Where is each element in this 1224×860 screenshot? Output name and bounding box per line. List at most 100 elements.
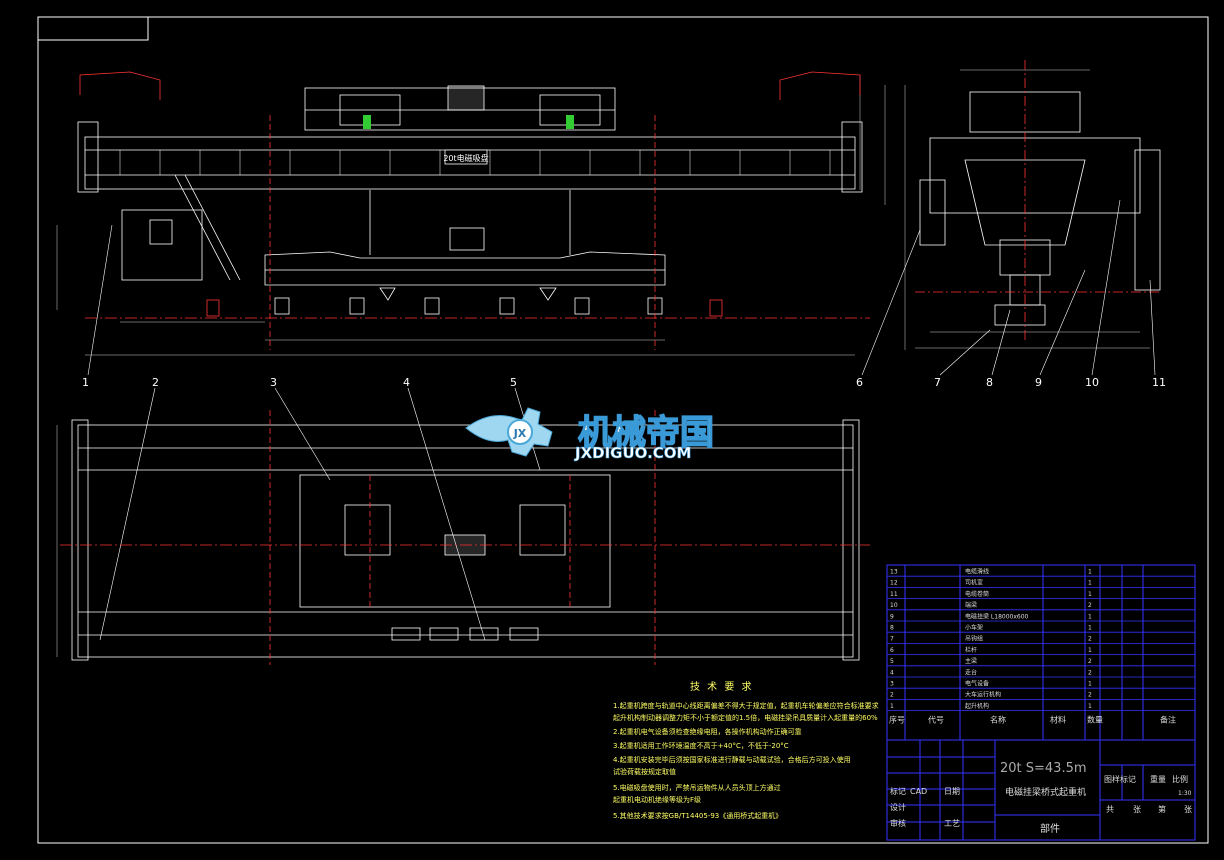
- logo-letters: JX: [513, 427, 527, 440]
- row-label: 审核: [890, 818, 906, 828]
- parts-row-number: 11: [890, 591, 898, 598]
- side-view-centerlines: [915, 60, 1160, 340]
- parts-row-name: 电磁挂梁 L18000x600: [965, 612, 1029, 620]
- parts-row-name: 走台: [965, 668, 977, 676]
- parts-header-code: 代号: [928, 715, 944, 725]
- gear-hub-icon: [507, 419, 533, 445]
- parts-row-qty: 2: [1088, 669, 1092, 676]
- balloon-6: 6: [856, 376, 863, 389]
- tech-req-line: 2.起重机电气设备须检查绝缘电阻，各操作机构动作正确可靠: [613, 727, 802, 736]
- plan-centerlines: [60, 410, 870, 665]
- technical-requirements: 技 术 要 求 1.起重机跨度与轨道中心线距离偏差不得大于规定值，起重机车轮偏差…: [613, 680, 879, 820]
- parts-row-number: 4: [890, 669, 894, 676]
- balloon-9: 9: [1035, 376, 1042, 389]
- parts-row-number: 8: [890, 625, 894, 632]
- sheet-label: 第: [1158, 804, 1166, 814]
- parts-row-number: 5: [890, 658, 894, 665]
- tech-req-line: 起重机电动机绝缘等级为F级: [613, 795, 701, 804]
- scale-label: 比例: [1172, 774, 1188, 784]
- row-label: 工艺: [944, 819, 960, 828]
- side-elevation-view: [904, 69, 1161, 350]
- parts-header-name: 名称: [990, 715, 1006, 725]
- sheet-label: 张: [1133, 805, 1141, 814]
- parts-row-qty: 2: [1088, 636, 1092, 643]
- balloon-5: 5: [510, 376, 517, 389]
- parts-row-number: 13: [890, 569, 898, 576]
- parts-list-grid: [886, 564, 1196, 741]
- parts-row-qty: 1: [1088, 625, 1092, 632]
- row-label: 设计: [890, 802, 906, 812]
- parts-row-name: 电缆卷筒: [965, 590, 989, 598]
- parts-row-name: 端梁: [965, 601, 977, 609]
- tech-req-line: 1.起重机跨度与轨道中心线距离偏差不得大于规定值，起重机车轮偏差应符合标准要求: [613, 701, 879, 710]
- tech-req-line: 4.起重机安装完毕后须按国家标准进行静载与动载试验，合格后方可投入使用: [613, 755, 851, 764]
- parts-row-name: 栏杆: [965, 646, 977, 654]
- parts-row-qty: 2: [1088, 602, 1092, 609]
- trolley-label: 20t电磁吸盘: [443, 153, 488, 163]
- trolley-hooks: [363, 115, 574, 129]
- parts-row-name: 吊钩组: [965, 635, 983, 643]
- parts-row-name: 起升机构: [965, 702, 989, 710]
- parts-row-name: 电缆滑线: [965, 568, 989, 576]
- parts-row-qty: 1: [1088, 569, 1092, 576]
- row-label: 标记: [890, 786, 906, 796]
- tech-req-line: 5.其他技术要求按GB/T14405-93《通用桥式起重机》: [613, 811, 782, 820]
- drawing-name: 电磁挂梁桥式起重机: [1005, 786, 1086, 798]
- plan-view: [56, 419, 860, 661]
- leader-lines: [87, 199, 1156, 641]
- parts-row-qty: 1: [1088, 647, 1092, 654]
- parts-row-name: 大车运行机构: [965, 691, 1001, 699]
- drawing-spec: 20t S=43.5m: [1000, 761, 1087, 776]
- parts-row-qty: 2: [1088, 692, 1092, 699]
- balloon-2: 2: [152, 376, 159, 389]
- parts-row-name: 司机室: [965, 579, 983, 587]
- balloon-10: 10: [1085, 376, 1099, 389]
- parts-row-qty: 1: [1088, 613, 1092, 620]
- title-block-grid: [886, 739, 1196, 841]
- scale-value: 1:30: [1178, 790, 1192, 797]
- balloon-11: 11: [1152, 376, 1166, 389]
- parts-row-qty: 1: [1088, 580, 1092, 587]
- parts-row-number: 6: [890, 647, 894, 654]
- parts-row-name: 主梁: [965, 657, 977, 665]
- balloon-numbers: 1 2 3 4 5 6 7 8 9 10 11: [82, 376, 1166, 389]
- date-label: 日期: [944, 787, 960, 796]
- parts-row-qty: 1: [1088, 681, 1092, 688]
- tech-req-line: 试验荷载按规定取值: [613, 767, 676, 776]
- balloon-7: 7: [934, 376, 941, 389]
- parts-header-qty: 数量: [1087, 715, 1103, 725]
- parts-header-seq: 序号: [889, 715, 905, 725]
- watermark-cn-name: 机械帝国: [578, 413, 714, 453]
- tech-req-line: 5.电磁吸盘使用时，严禁吊运物件从人员头顶上方通过: [613, 783, 781, 792]
- drawing-frame: [37, 16, 1209, 844]
- parts-row-name: 电气设备: [965, 680, 989, 688]
- balloon-8: 8: [986, 376, 993, 389]
- parts-row-qty: 1: [1088, 591, 1092, 598]
- watermark-site: JXDIGUO.COM: [574, 444, 691, 462]
- sheet-label: 张: [1184, 805, 1192, 814]
- parts-row-qty: 2: [1088, 658, 1092, 665]
- parts-header-remark: 备注: [1160, 715, 1176, 725]
- parts-row-number: 1: [890, 703, 894, 710]
- parts-row-name: 小车架: [965, 624, 983, 632]
- tech-req-line: 起升机构制动器调整力矩不小于额定值的1.5倍，电磁挂梁吊具质量计入起重量的60%: [613, 713, 878, 722]
- parts-row-qty: 1: [1088, 703, 1092, 710]
- parts-row-number: 2: [890, 692, 894, 699]
- weight-label: 重量: [1150, 774, 1166, 784]
- tech-req-heading: 技 术 要 求: [690, 680, 754, 693]
- trolley-label-box: [444, 149, 488, 165]
- parts-row-number: 10: [890, 602, 898, 609]
- parts-row-number: 3: [890, 681, 894, 688]
- balloon-4: 4: [403, 376, 410, 389]
- doc-type: 部件: [1040, 822, 1060, 835]
- tech-req-line: 3.起重机适用工作环境温度不高于+40°C，不低于-20°C: [613, 741, 789, 750]
- drafter: CAD: [910, 787, 927, 796]
- parts-row-number: 9: [890, 613, 894, 620]
- parts-header-material: 材料: [1050, 715, 1066, 725]
- title-block-text: 20t S=43.5m 电磁挂梁桥式起重机 部件 图样标记 重量 比例 1:30…: [890, 761, 1192, 835]
- parts-row-number: 7: [890, 636, 894, 643]
- stage-label: 图样标记: [1104, 774, 1136, 784]
- balloon-1: 1: [82, 376, 89, 389]
